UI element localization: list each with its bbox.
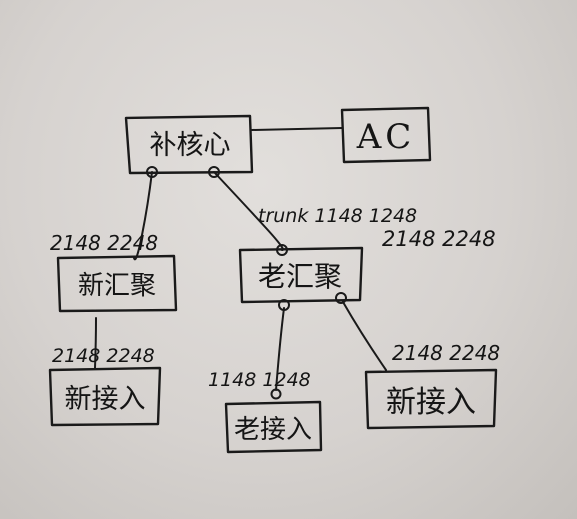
new-access-left-label: 新接入 — [65, 384, 146, 415]
core-port-right — [208, 166, 220, 178]
old-agg-box — [238, 246, 364, 304]
old-access-box — [224, 400, 323, 454]
old-agg-vlan-annotation: 2148 2248 — [382, 227, 496, 251]
core-switch-label: 补核心 — [150, 130, 231, 161]
core-switch-box — [124, 114, 254, 175]
new-access-right-vlan-annotation: 2148 2248 — [392, 341, 500, 365]
old-agg-port-right — [335, 292, 347, 304]
new-agg-box — [56, 254, 178, 313]
core-port-left — [146, 166, 158, 178]
link-old-agg-old-access — [275, 307, 285, 391]
new-access-right-box — [364, 368, 498, 430]
old-access-label: 老接入 — [234, 415, 312, 445]
old-agg-port-left — [278, 299, 290, 311]
trunk-annotation: trunk 1148 1248 — [258, 205, 417, 227]
old-access-vlan-annotation: 1148 1248 — [208, 369, 311, 391]
new-agg-label: 新汇聚 — [78, 271, 156, 301]
old-agg-port-top — [276, 244, 288, 256]
new-access-left-vlan-annotation: 2148 2248 — [52, 345, 155, 367]
ac-box — [340, 106, 432, 164]
old-agg-label: 老汇聚 — [258, 260, 342, 293]
link-core-ac — [251, 127, 343, 131]
link-old-agg-new-access — [342, 301, 387, 371]
link-new-agg-new-access — [94, 317, 97, 369]
new-access-right-label: 新接入 — [386, 385, 476, 420]
new-agg-vlan-annotation: 2148 2248 — [50, 231, 158, 255]
new-access-left-box — [48, 366, 162, 427]
old-access-port — [270, 388, 282, 400]
link-core-new-agg — [133, 171, 153, 261]
ac-label: AC — [356, 117, 416, 157]
